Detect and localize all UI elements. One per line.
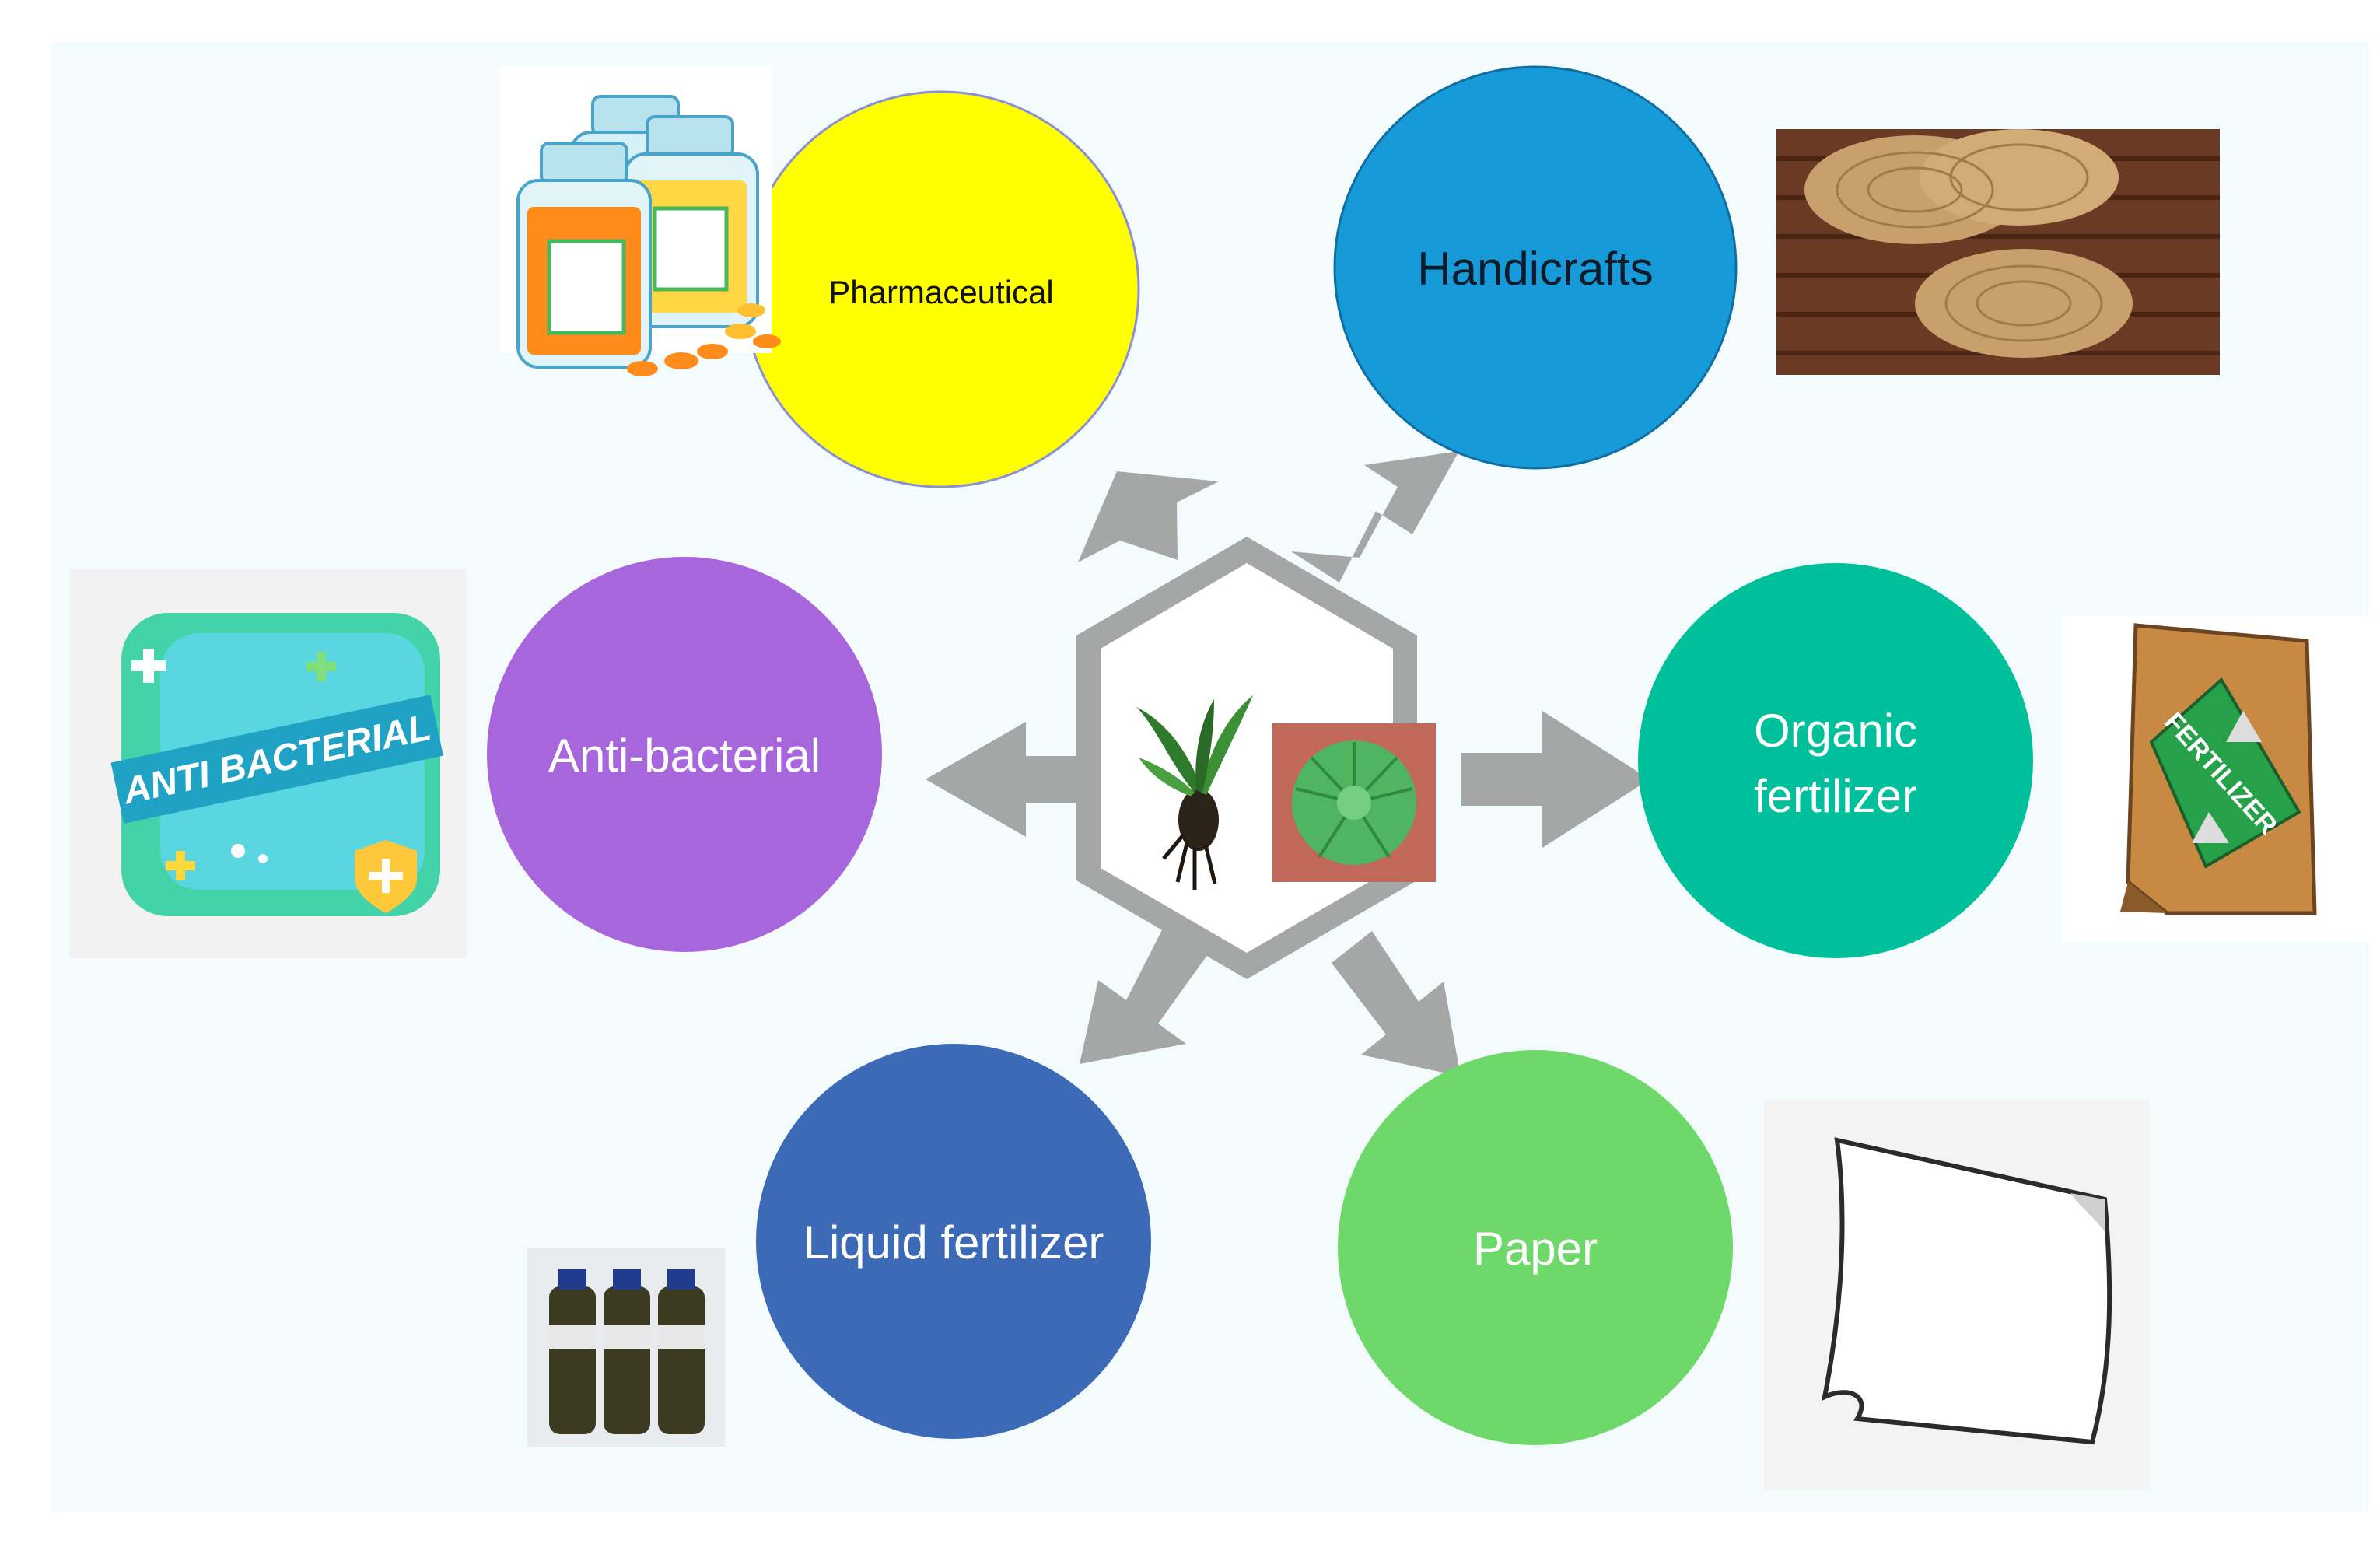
plant-with-roots-image <box>1136 695 1253 890</box>
node-liquid-fertilizer: Liquid fertilizer <box>756 1044 1151 1439</box>
node-pharmaceutical: Pharmaceutical <box>742 90 1140 488</box>
arrow-to-liquid-fertilizer <box>1080 918 1212 1064</box>
anti-bacterial-banner-image: ANTI BACTERIAL <box>70 569 467 958</box>
arrow-to-pharmaceutical <box>1078 471 1219 590</box>
paper-circle <box>1338 1050 1733 1445</box>
node-organic-fertilizer: Organic fertilizer <box>1638 563 2033 958</box>
handicrafts-label: Handicrafts <box>1417 243 1653 295</box>
anti-bacterial-circle <box>487 557 882 952</box>
paper-sheet-image <box>1764 1100 2150 1490</box>
pharmaceutical-label: Pharmaceutical <box>828 274 1053 310</box>
organic-fertilizer-label-line2: fertilizer <box>1754 770 1917 822</box>
arrow-to-paper <box>1332 931 1461 1076</box>
organic-fertilizer-label-line1: Organic <box>1754 705 1917 757</box>
liquid-fertilizer-bottles-image <box>527 1248 725 1447</box>
liquid-fertilizer-circle <box>756 1044 1151 1439</box>
liquid-fertilizer-label: Liquid fertilizer <box>803 1216 1104 1269</box>
woven-placemats-image <box>1776 129 2220 375</box>
anti-bacterial-label: Anti-bacterial <box>548 730 821 782</box>
medicine-bottles-image <box>499 65 781 376</box>
floating-rosette-leaf-image <box>1272 723 1436 882</box>
node-paper: Paper <box>1338 1050 1733 1445</box>
diagram-panel: Pharmaceutical Handicrafts Anti-bacteria… <box>51 42 2369 1512</box>
organic-fertilizer-circle <box>1638 563 2033 958</box>
node-anti-bacterial: Anti-bacterial <box>487 557 882 952</box>
diagram-canvas: Pharmaceutical Handicrafts Anti-bacteria… <box>70 65 2369 1490</box>
arrows <box>926 451 1650 1076</box>
node-handicrafts: Handicrafts <box>1333 65 1738 470</box>
arrow-to-handicrafts <box>1291 451 1459 583</box>
fertilizer-bag-image: FERTILIZER <box>2061 616 2369 943</box>
arrow-to-anti-bacterial <box>926 722 1103 837</box>
paper-label: Paper <box>1473 1223 1598 1275</box>
handicrafts-circle <box>1333 65 1738 470</box>
center-hub <box>1076 537 1436 979</box>
arrow-to-organic-fertilizer <box>1461 711 1650 848</box>
